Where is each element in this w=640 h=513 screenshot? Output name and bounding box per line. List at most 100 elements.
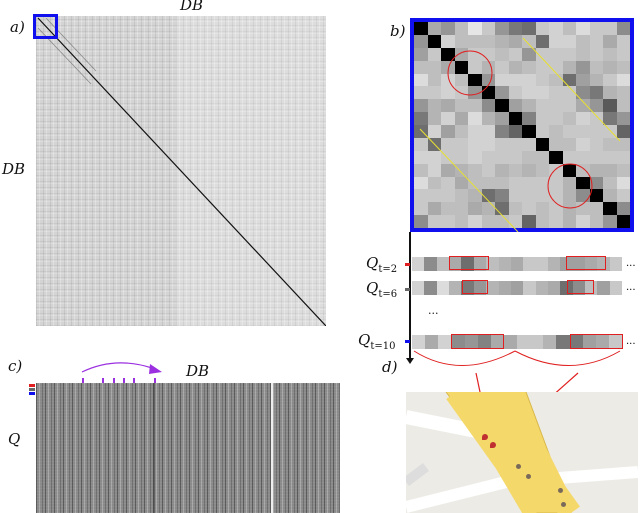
matrix-cell — [508, 99, 522, 113]
matrix-cell — [603, 176, 617, 190]
matrix-cell — [481, 163, 495, 177]
label-q-t10: Qt=10 — [358, 331, 396, 352]
matrix-cell — [414, 215, 428, 228]
matrix-cell — [589, 176, 603, 190]
matrix-cell — [441, 73, 455, 87]
matrix-cell — [522, 202, 536, 216]
matrix-cell — [535, 189, 549, 203]
matrix-cell — [508, 202, 522, 216]
matrix-cell — [508, 176, 522, 190]
matrix-cell — [441, 163, 455, 177]
matrix-cell — [549, 176, 563, 190]
ellipsis-middle: ... — [428, 304, 439, 317]
matrix-cell — [562, 112, 576, 125]
strip-cell — [477, 335, 491, 349]
matrix-cell — [535, 125, 549, 138]
matrix-cell — [535, 163, 549, 177]
strip-cell — [595, 335, 609, 349]
matrix-cell — [414, 34, 428, 48]
matrix-cell — [616, 47, 630, 61]
matrix-cell — [603, 163, 617, 177]
matrix-cell — [454, 215, 468, 228]
matrix-cell — [508, 125, 522, 138]
match-box — [566, 256, 606, 270]
matrix-cell — [589, 215, 603, 228]
matrix-cell — [576, 125, 590, 138]
matrix-cell — [427, 47, 441, 61]
matrix-cell — [616, 215, 630, 228]
matrix-cell — [576, 163, 590, 177]
matrix-cell — [508, 22, 522, 35]
map-pin-match2-icon — [490, 442, 496, 448]
match-box — [567, 280, 594, 294]
matrix-cell — [603, 112, 617, 125]
matrix-cell — [522, 215, 536, 228]
matrix-cell — [414, 73, 428, 87]
strip-cell — [585, 257, 598, 271]
label-b: b) — [390, 22, 406, 40]
matrix-cell — [481, 34, 495, 48]
strip-cell — [517, 335, 531, 349]
strip-cell — [449, 257, 462, 271]
matrix-cell — [454, 125, 468, 138]
matrix-cell — [535, 150, 549, 164]
matrix-cell — [427, 176, 441, 190]
strip-cell — [547, 281, 561, 295]
matrix-cell — [535, 99, 549, 113]
matrix-cell — [441, 86, 455, 100]
matrix-cell — [468, 22, 482, 35]
matrix-cell — [603, 22, 617, 35]
matrix-cell — [549, 215, 563, 228]
matrix-cell — [495, 163, 509, 177]
matrix-cell — [562, 150, 576, 164]
matrix-cell — [616, 202, 630, 216]
map-pin-icon — [558, 488, 563, 493]
matrix-cell — [616, 60, 630, 74]
strip-cell — [498, 257, 511, 271]
matrix-cell — [549, 22, 563, 35]
matrix-cell — [616, 73, 630, 87]
matrix-cell — [481, 215, 495, 228]
strip-cell — [597, 281, 610, 295]
matrix-cell — [589, 99, 603, 113]
matrix-cell — [508, 73, 522, 87]
matrix-cell — [522, 47, 536, 61]
matrix-cell — [508, 150, 522, 164]
matrix-cell — [603, 202, 617, 216]
matrix-cell — [522, 60, 536, 74]
zoomed-matrix-b — [410, 18, 634, 232]
matrix-cell — [427, 34, 441, 48]
matrix-cell — [441, 34, 455, 48]
matrix-cell — [576, 215, 590, 228]
strip-cell — [461, 281, 474, 295]
matrix-cell — [535, 22, 549, 35]
matrix-cell — [549, 150, 563, 164]
matrix-cell — [535, 176, 549, 190]
matrix-cell — [468, 163, 482, 177]
matrix-cell — [508, 112, 522, 125]
matrix-cell — [427, 99, 441, 113]
matrix-cell — [522, 86, 536, 100]
matrix-cell — [522, 137, 536, 151]
matrix-cell — [414, 99, 428, 113]
matrix-cell — [576, 73, 590, 87]
matrix-cell — [414, 189, 428, 203]
matrix-cell — [441, 125, 455, 138]
strip-cell — [412, 281, 425, 295]
matrix-cell — [468, 112, 482, 125]
matrix-cell — [508, 60, 522, 74]
matrix-cell — [576, 189, 590, 203]
matrix-cell — [603, 86, 617, 100]
matrix-cell — [508, 215, 522, 228]
matrix-cell — [508, 34, 522, 48]
matrix-cell — [549, 47, 563, 61]
matrix-cell — [454, 60, 468, 74]
matrix-cell — [549, 137, 563, 151]
ellipsis-t10: ... — [626, 336, 636, 347]
matrix-cell — [495, 150, 509, 164]
matrix-cell — [562, 137, 576, 151]
matrix-cell — [508, 86, 522, 100]
matrix-cell — [414, 202, 428, 216]
matrix-cell — [441, 22, 455, 35]
match-box — [449, 256, 489, 270]
